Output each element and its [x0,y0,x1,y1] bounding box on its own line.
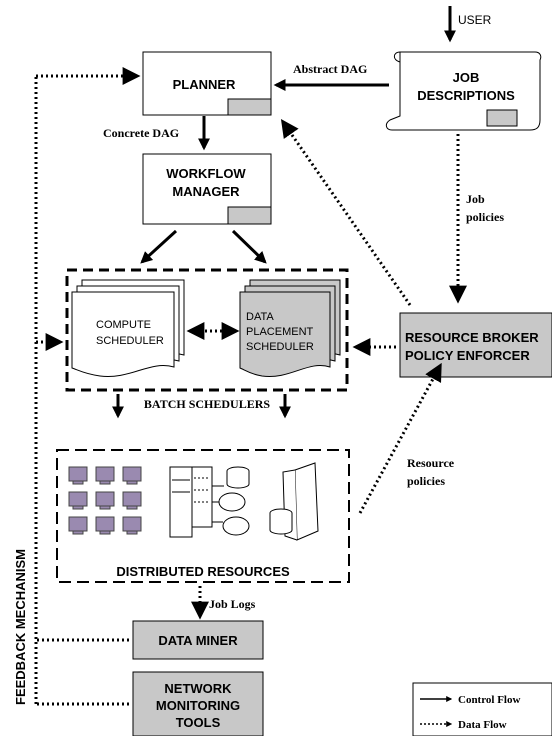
compute-scheduler-doc [71,291,175,378]
network-monitoring-label-1: NETWORK [164,681,232,696]
tower-server-icon [269,462,319,541]
broker-to-planner-arrow [280,119,412,306]
resource-broker-box [399,312,552,378]
compute-scheduler-label-1: COMPUTE [96,319,151,331]
workflow-to-compute-arrow [140,229,178,264]
resource-broker-label-2: POLICY ENFORCER [405,348,530,363]
legend: Control Flow Data Flow [412,682,552,736]
feedback-mechanism-label: FEEDBACK MECHANISM [13,549,28,705]
network-monitoring-label-2: MONITORING [156,698,240,713]
network-monitoring-label-3: TOOLS [176,715,221,730]
planner-node: PLANNER [142,51,272,116]
workflow-manager-node: WORKFLOW MANAGER [142,153,272,225]
resource-policies-arrow [358,362,442,514]
compute-scheduler-node: COMPUTE SCHEDULER [71,279,185,378]
network-monitoring-box [132,671,264,736]
job-policies-label-2: policies [466,210,504,224]
data-placement-label-2: PLACEMENT [246,326,314,338]
data-miner-box [132,620,264,660]
data-miner-label: DATA MINER [158,633,238,648]
job-descriptions-label-2: DESCRIPTIONS [417,88,515,103]
workflow-to-data-arrow [231,229,267,264]
data-placement-doc [239,291,331,378]
abstract-dag-label: Abstract DAG [293,62,367,76]
resource-policies-label-2: policies [407,474,445,488]
job-policies-label-1: Job [466,192,485,206]
data-placement-scheduler-node: DATA PLACEMENT SCHEDULER [239,279,341,378]
workflow-manager-label-2: MANAGER [172,184,240,199]
data-placement-label-3: SCHEDULER [246,341,314,353]
job-descriptions-chip [486,109,518,127]
legend-box [412,682,552,736]
distributed-resources-frame [56,449,350,583]
batch-schedulers-label: BATCH SCHEDULERS [144,397,270,411]
server-rack-icon [169,466,213,538]
network-monitoring-node: NETWORK MONITORING TOOLS [132,671,264,736]
planner-label: PLANNER [173,77,236,92]
resource-broker-node: RESOURCE BROKER POLICY ENFORCER [399,312,552,378]
distributed-resources-label: DISTRIBUTED RESOURCES [116,564,290,579]
user-node: USER [444,6,492,43]
job-logs-label: Job Logs [209,597,256,611]
resource-policies-label-1: Resource [407,456,455,470]
compute-scheduler-label-2: SCHEDULER [96,335,164,347]
workstations [68,466,142,535]
resource-broker-label-1: RESOURCE BROKER [405,330,539,345]
workflow-manager-label-1: WORKFLOW [166,166,246,181]
workflow-manager-chip [227,206,272,225]
storage-icon [212,466,250,536]
batch-schedulers-frame [65,268,349,392]
legend-data-label: Data Flow [458,719,507,731]
job-descriptions-node: JOB DESCRIPTIONS [385,51,542,131]
data-miner-node: DATA MINER [132,620,264,660]
concrete-dag-label: Concrete DAG [103,126,179,140]
legend-control-label: Control Flow [458,694,520,706]
data-placement-label-1: DATA [246,311,274,323]
feedback-loop [34,67,141,706]
user-label: USER [458,13,492,27]
job-descriptions-label-1: JOB [453,70,480,85]
planner-chip [227,98,272,116]
